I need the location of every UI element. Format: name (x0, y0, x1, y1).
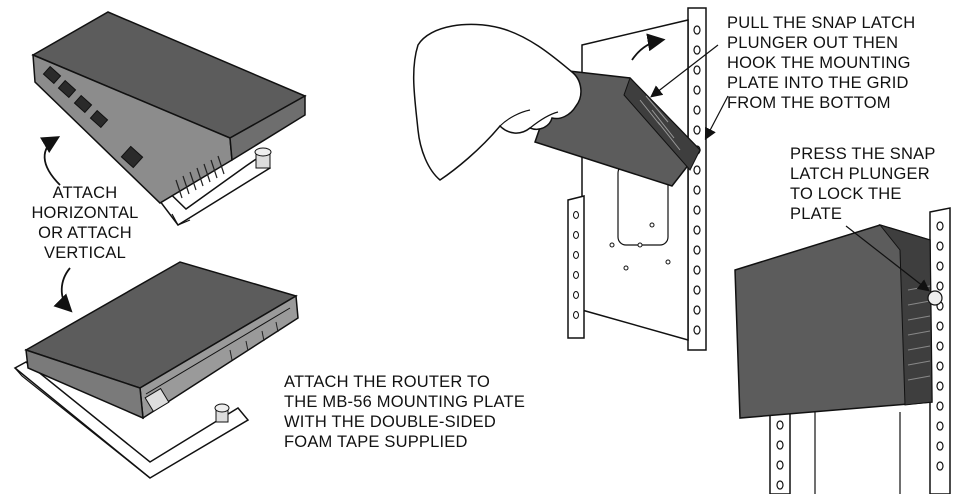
router-locked-illustration (734, 207, 951, 494)
label-line: WITH THE DOUBLE-SIDED (284, 413, 496, 431)
hand-icon (412, 23, 582, 181)
router-horizontal-illustration (31, 11, 307, 226)
ethernet-ports (42, 65, 144, 169)
label-pull-latch: PULL THE SNAP LATCH PLUNGER OUT THEN HOO… (727, 13, 915, 113)
rotate-arrow-icon (631, 33, 666, 61)
label-line: TO LOCK THE (790, 185, 902, 203)
label-line: ATTACH (52, 184, 118, 202)
snap-latch-plunger-vertical-icon (214, 403, 230, 423)
curved-arrow-down (53, 267, 73, 313)
grid-rail-holes (693, 25, 701, 335)
router-front-face (32, 53, 233, 204)
label-press-latch: PRESS THE SNAP LATCH PLUNGER TO LOCK THE… (790, 144, 936, 224)
label-line: ATTACH THE ROUTER TO (284, 373, 490, 391)
label-line: PLUNGER OUT THEN (727, 34, 899, 52)
label-line: FOAM TAPE SUPPLIED (284, 433, 468, 451)
label-line: PULL THE SNAP LATCH (727, 14, 916, 32)
right-grid-rail (929, 207, 951, 494)
label-line: PRESS THE SNAP (790, 145, 936, 163)
label-line: VERTICAL (44, 244, 126, 262)
label-line: THE MB-56 MOUNTING PLATE (284, 393, 526, 411)
snap-latch-plunger-locked-icon (927, 290, 943, 306)
router-vertical-illustration (13, 261, 299, 479)
grid-hook-illustration (412, 7, 729, 351)
snap-latch-plunger-icon (254, 147, 272, 169)
label-attach-orientation: ATTACH HORIZONTAL OR ATTACH VERTICAL (30, 183, 140, 263)
label-line: FROM THE BOTTOM (727, 94, 891, 112)
label-line: PLATE (790, 205, 843, 223)
grid-rail (687, 7, 707, 351)
label-attach-router: ATTACH THE ROUTER TO THE MB-56 MOUNTING … (284, 372, 525, 452)
label-line: PLATE INTO THE GRID (727, 74, 909, 92)
label-line: OR ATTACH (38, 224, 132, 242)
label-line: HORIZONTAL (31, 204, 139, 222)
brand-badge (144, 387, 170, 413)
label-line: HOOK THE MOUNTING (727, 54, 911, 72)
curved-arrow-up (40, 136, 61, 186)
label-line: LATCH PLUNGER (790, 165, 930, 183)
